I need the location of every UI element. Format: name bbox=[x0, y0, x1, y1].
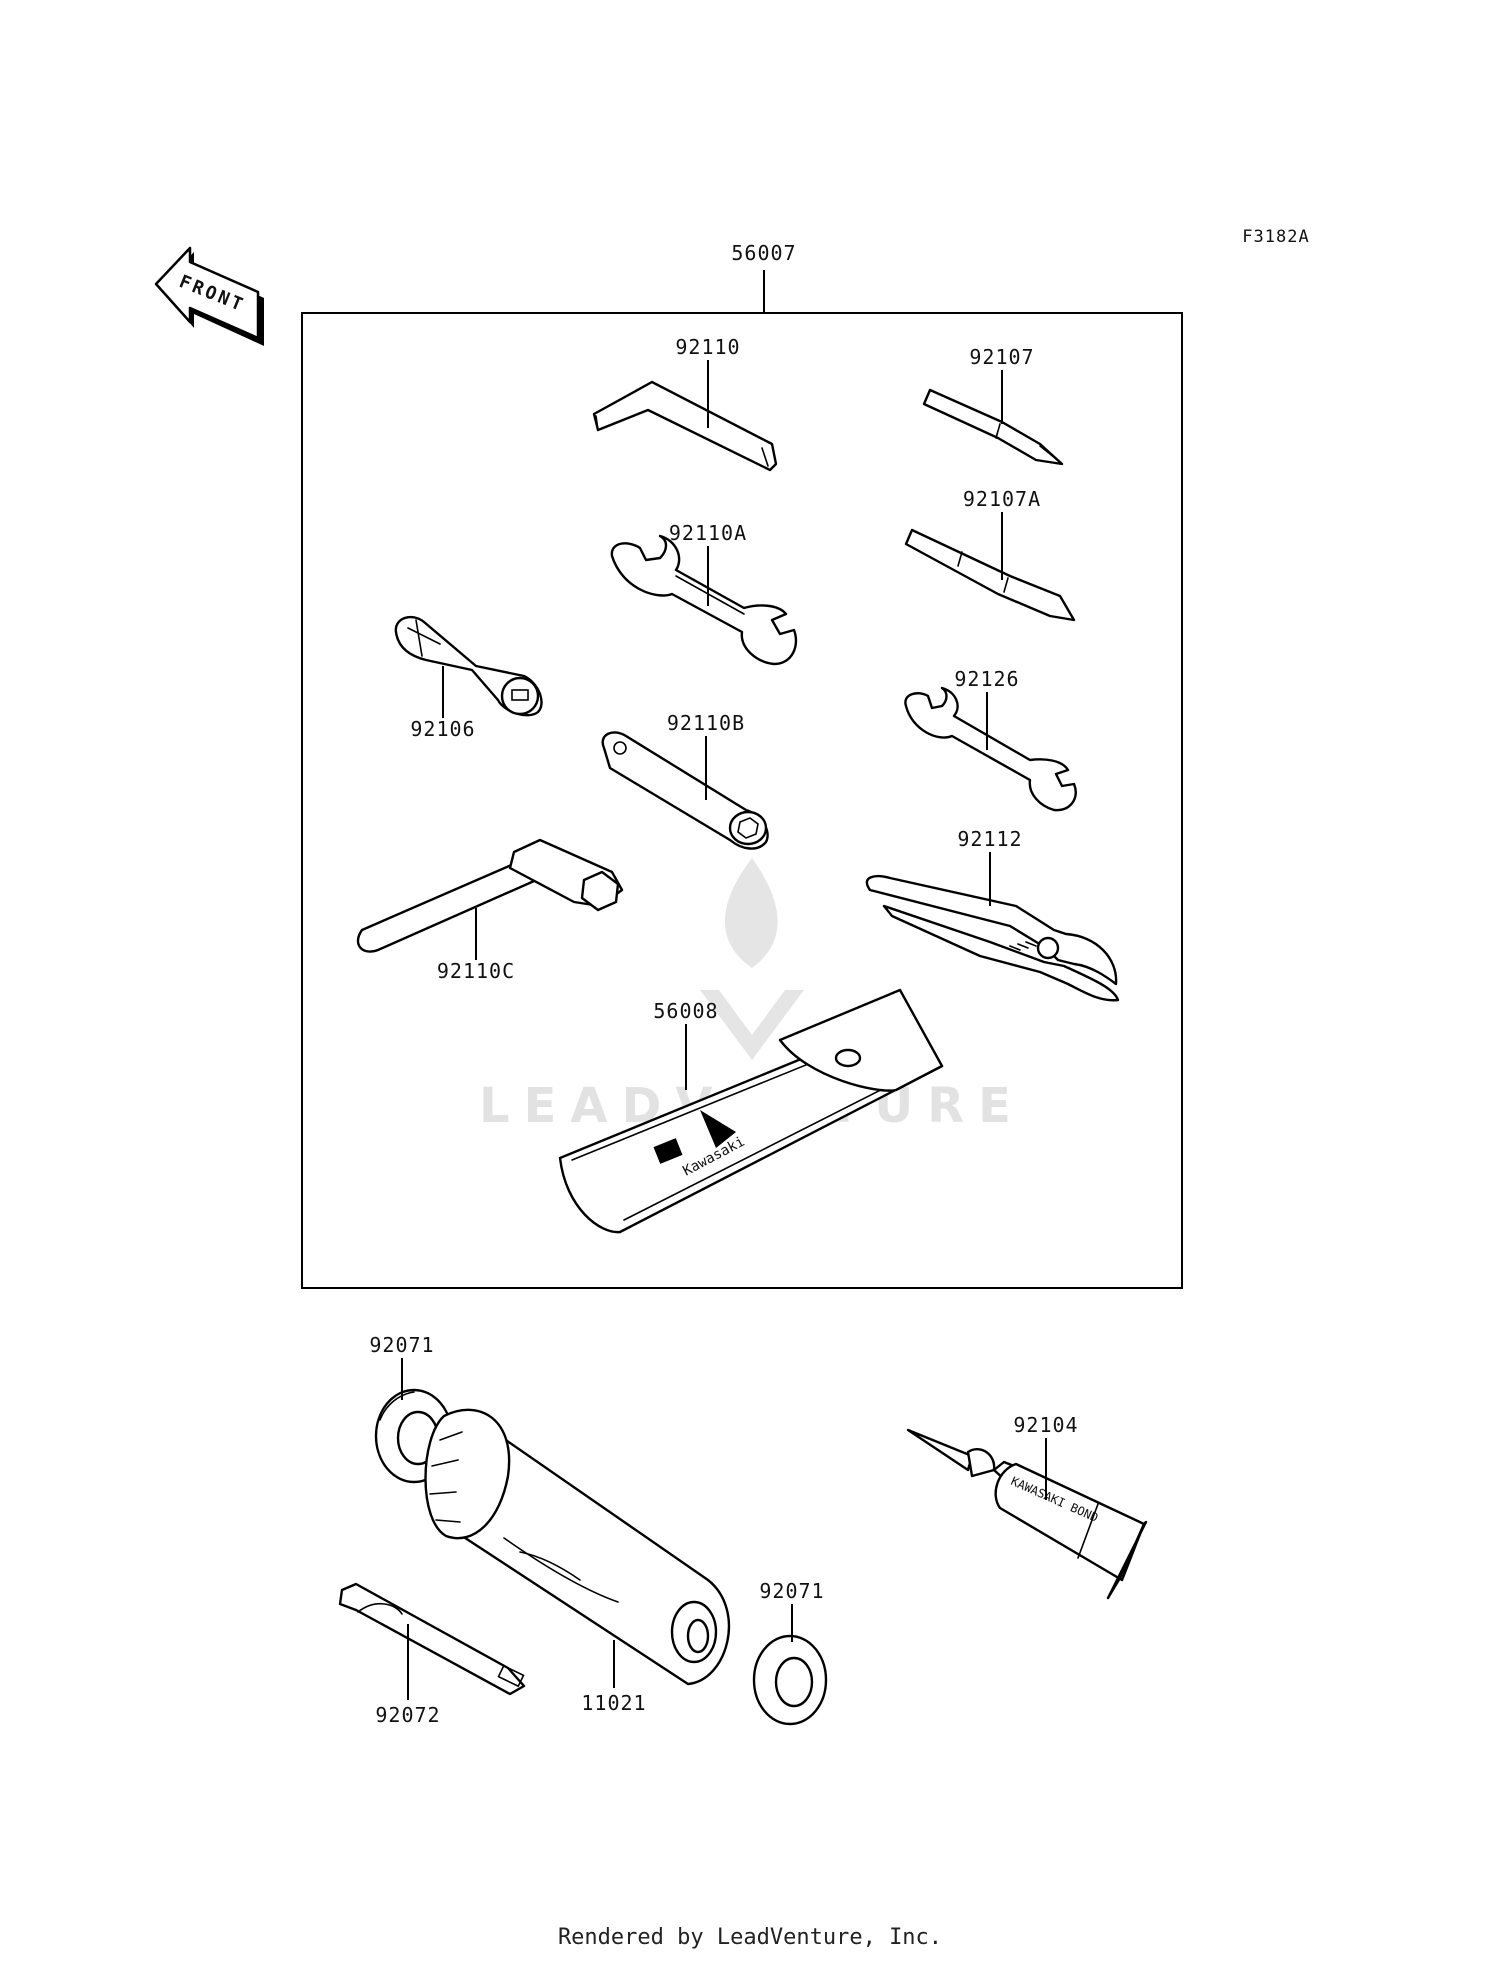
callout-92107A[interactable]: 92107A bbox=[963, 487, 1041, 511]
callout-92110C[interactable]: 92110C bbox=[437, 959, 515, 983]
open-end-wrench-part[interactable] bbox=[610, 534, 798, 666]
diagram-code: F3182A bbox=[1242, 227, 1309, 247]
screwdriver-bit-part[interactable] bbox=[922, 388, 1064, 466]
callout-92107[interactable]: 92107 bbox=[969, 345, 1034, 369]
kit-frame bbox=[301, 312, 1183, 1289]
callout-92106[interactable]: 92106 bbox=[410, 717, 475, 741]
tool-case-part[interactable] bbox=[424, 1408, 731, 1686]
double-screwdriver-bit-part[interactable] bbox=[904, 528, 1076, 622]
front-arrow-icon: FRONT bbox=[154, 246, 264, 346]
callout-92110A[interactable]: 92110A bbox=[669, 521, 747, 545]
callout-92126[interactable]: 92126 bbox=[954, 667, 1019, 691]
callout-92110[interactable]: 92110 bbox=[675, 335, 740, 359]
callout-92112[interactable]: 92112 bbox=[957, 827, 1022, 851]
callout-92071-bottom[interactable]: 92071 bbox=[759, 1579, 824, 1603]
washer-bottom-part[interactable] bbox=[752, 1634, 828, 1726]
box-wrench-part[interactable] bbox=[601, 731, 769, 850]
pliers-part[interactable] bbox=[865, 875, 1120, 1002]
callout-92072[interactable]: 92072 bbox=[375, 1703, 440, 1727]
bond-tube-part[interactable]: KAWASAKI BOND bbox=[906, 1428, 1148, 1600]
footer-credit: Rendered by LeadVenture, Inc. bbox=[557, 1925, 943, 1950]
tool-bag-part[interactable]: Kawasaki bbox=[558, 988, 944, 1234]
hex-key-part[interactable] bbox=[592, 380, 778, 472]
callout-56007[interactable]: 56007 bbox=[731, 241, 796, 265]
callout-56008[interactable]: 56008 bbox=[653, 999, 718, 1023]
callout-92104[interactable]: 92104 bbox=[1013, 1413, 1078, 1437]
callout-11021[interactable]: 11021 bbox=[581, 1691, 646, 1715]
socket-adapter-part[interactable] bbox=[394, 615, 543, 717]
callout-92110B[interactable]: 92110B bbox=[667, 711, 745, 735]
case-band-part[interactable] bbox=[338, 1582, 526, 1696]
watermark-flame bbox=[700, 858, 804, 1060]
callout-92071-top[interactable]: 92071 bbox=[369, 1333, 434, 1357]
small-wrench-part[interactable] bbox=[904, 686, 1077, 812]
plug-wrench-part[interactable] bbox=[356, 838, 624, 953]
